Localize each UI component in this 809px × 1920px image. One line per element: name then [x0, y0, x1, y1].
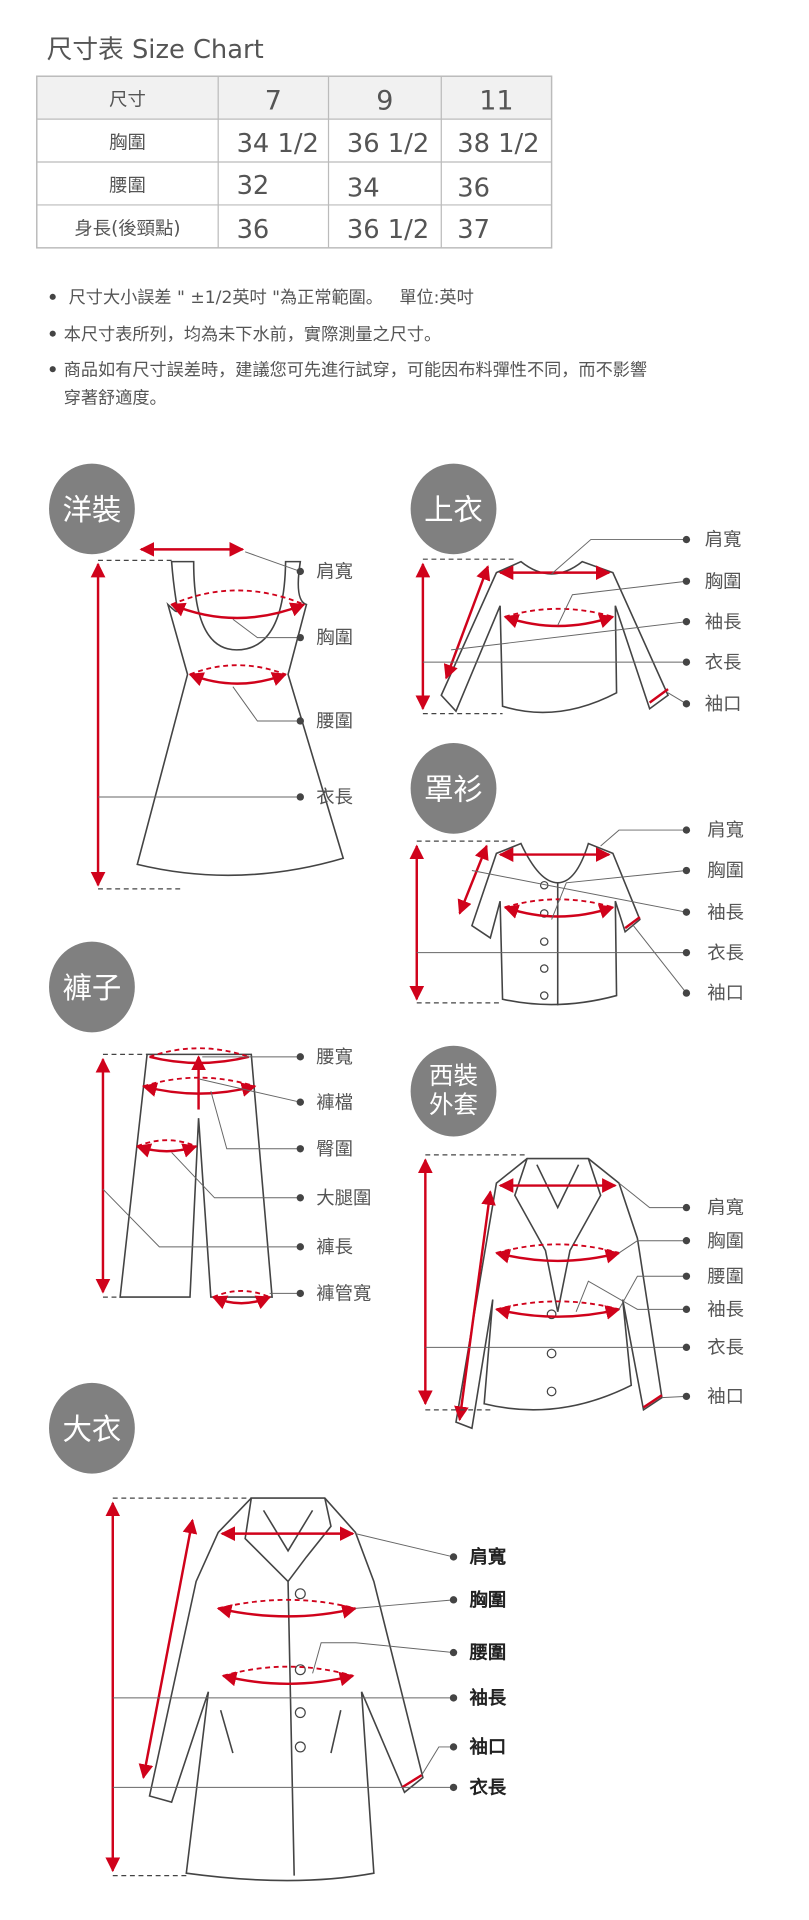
dress-label-waist: 腰圍	[316, 711, 353, 732]
dress-badge	[49, 463, 135, 555]
blazer-badge	[410, 1045, 497, 1137]
row-label: 胸圍	[109, 133, 146, 154]
coat-badge-label: 大衣	[63, 1412, 122, 1446]
coat-label-cuff: 袖口	[469, 1736, 506, 1758]
dress-badge-label: 洋裝	[63, 493, 122, 527]
blazer-label-waist: 腰圍	[707, 1266, 744, 1287]
top-badge	[410, 463, 497, 555]
table-cell: 36	[237, 215, 270, 245]
top-label-shoulder: 肩寬	[705, 530, 742, 551]
blouse-diagram: 罩衫 肩寬 胸圍 袖長 衣長 袖口	[409, 743, 744, 1006]
table-cell: 36	[457, 173, 490, 203]
pants-badge	[49, 941, 135, 1033]
page-title: 尺寸表 Size Chart	[47, 35, 264, 65]
coat-badge	[49, 1382, 135, 1474]
top-badge-label: 上衣	[424, 493, 483, 527]
blouse-label-sleeve: 袖長	[707, 902, 744, 923]
table-cell: 34 1/2	[237, 129, 319, 159]
notes: 尺寸大小誤差 " ±1/2英吋 "為正常範圍。 單位:英吋 本尺寸表所列，均為未…	[49, 288, 647, 409]
header-9: 9	[376, 85, 393, 116]
pants-label-thigh: 大腿圍	[316, 1188, 371, 1209]
pants-label-hem: 褲管寬	[316, 1284, 371, 1305]
note-3-cont: 穿著舒適度。	[64, 389, 167, 409]
top-diagram: 上衣 肩寬 胸圍 袖長 衣長 袖口	[410, 463, 742, 715]
header-7: 7	[265, 85, 282, 116]
blouse-badge	[410, 743, 497, 834]
blouse-label-length: 衣長	[707, 943, 744, 964]
blouse-label-shoulder: 肩寬	[707, 820, 744, 841]
table-cell: 32	[237, 171, 270, 201]
coat-label-sleeve: 袖長	[469, 1687, 506, 1709]
table-cell: 38 1/2	[457, 129, 539, 159]
coat-label-shoulder: 肩寬	[469, 1546, 506, 1568]
note-2: 本尺寸表所列，均為未下水前，實際測量之尺寸。	[64, 325, 441, 345]
note-3: 商品如有尺寸誤差時，建議您可先進行試穿，可能因布料彈性不同，而不影響	[64, 360, 647, 380]
pants-label-waist: 腰寬	[316, 1047, 353, 1068]
dress-label-bust: 胸圍	[316, 628, 353, 649]
coat-label-length: 衣長	[469, 1777, 506, 1799]
pants-label-hip: 臀圍	[316, 1139, 353, 1160]
row-label: 腰圍	[109, 175, 146, 196]
pants-label-length: 褲長	[316, 1237, 353, 1258]
top-label-bust: 胸圍	[705, 571, 742, 592]
coat-label-bust: 胸圍	[469, 1589, 506, 1611]
top-label-sleeve: 袖長	[705, 612, 742, 633]
pants-badge-label: 褲子	[63, 971, 122, 1005]
table-cell: 36 1/2	[347, 129, 429, 159]
blazer-badge-label-2: 外套	[429, 1090, 478, 1119]
note-1: 尺寸大小誤差 " ±1/2英吋 "為正常範圍。 單位:英吋	[69, 288, 474, 308]
dress-diagram: 洋裝 肩寬 胸圍 腰圍 衣長	[49, 463, 353, 890]
blouse-label-cuff: 袖口	[707, 983, 744, 1004]
top-label-length: 衣長	[705, 652, 742, 673]
pants-diagram: 褲子 腰寬 褲檔 臀圍 大腿圍 褲長 褲管寬	[49, 941, 371, 1310]
row-label: 身長(後頸點)	[74, 218, 180, 239]
blazer-label-shoulder: 肩寬	[707, 1198, 744, 1219]
blazer-diagram: 西裝 外套 肩寬 胸圍 腰圍 袖長 衣長 袖口	[410, 1045, 744, 1430]
header-size: 尺寸	[109, 90, 146, 111]
table-cell: 34	[347, 173, 380, 203]
top-label-cuff: 袖口	[705, 694, 742, 715]
coat-label-waist: 腰圍	[468, 1643, 506, 1664]
blouse-label-bust: 胸圍	[707, 861, 744, 882]
blazer-label-sleeve: 袖長	[707, 1299, 744, 1320]
blouse-badge-label: 罩衫	[424, 772, 483, 806]
blazer-badge-label-1: 西裝	[429, 1061, 478, 1090]
dress-label-shoulder: 肩寬	[316, 562, 353, 583]
header-11: 11	[479, 85, 513, 116]
coat-diagram: 大衣 肩寬 胸圍 腰圍 袖長 袖口 衣長	[49, 1382, 507, 1882]
blazer-label-bust: 胸圍	[707, 1231, 744, 1252]
blazer-label-length: 衣長	[707, 1337, 744, 1358]
size-table: 尺寸 7 9 11 胸圍 34 1/2 36 1/2 38 1/2 腰圍 32 …	[36, 75, 553, 249]
table-cell: 36 1/2	[347, 215, 429, 245]
dress-label-length: 衣長	[316, 787, 353, 808]
blazer-label-cuff: 袖口	[707, 1386, 744, 1407]
table-cell: 37	[457, 215, 490, 245]
pants-label-rise: 褲檔	[316, 1092, 353, 1113]
